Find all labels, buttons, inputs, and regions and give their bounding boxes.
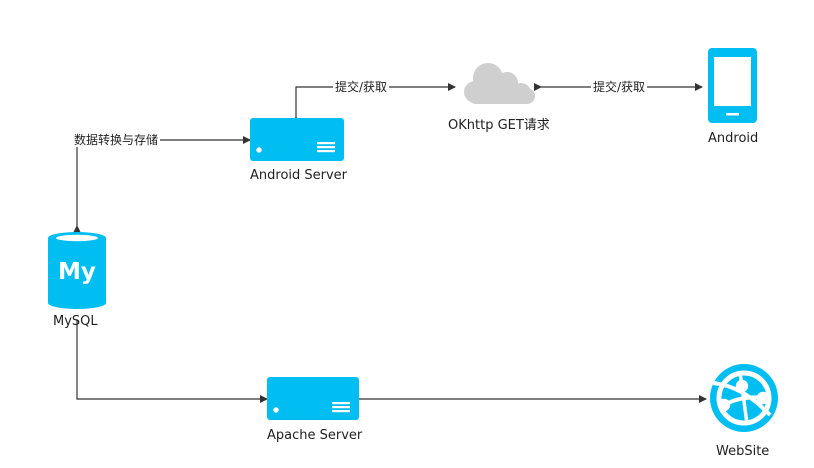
mysql-node: My <box>48 232 106 309</box>
mysql-database-icon: My <box>48 232 106 309</box>
edge-mysql-server <box>73 136 251 233</box>
edges <box>73 83 707 403</box>
apache-server-node <box>267 377 359 420</box>
edge-label-server-cloud: 提交/获取 <box>333 80 390 94</box>
mysql-label: MySQL <box>53 314 98 329</box>
website-label: WebSite <box>716 444 770 459</box>
android-label: Android <box>708 131 759 146</box>
edge-server-cloud <box>292 83 456 124</box>
server-icon <box>250 118 344 161</box>
website-node <box>710 364 778 432</box>
android-server-label: Android Server <box>250 168 348 183</box>
mysql-icon-text: My <box>58 259 96 285</box>
apache-server-label: Apache Server <box>267 428 363 443</box>
edge-label-cloud-android: 提交/获取 <box>591 80 648 94</box>
android-node <box>708 48 757 123</box>
server-icon <box>267 377 359 420</box>
edge-label-mysql-server: 数据转换与存储 <box>72 133 161 147</box>
android-server-node <box>250 118 344 161</box>
cloud-icon <box>464 63 535 104</box>
edge-mysql-apache <box>76 320 268 403</box>
smartphone-icon <box>708 48 757 123</box>
cloud-node <box>464 63 535 104</box>
website-globe-icon <box>710 364 778 432</box>
cloud-label: OKhttp GET请求 <box>448 118 550 133</box>
